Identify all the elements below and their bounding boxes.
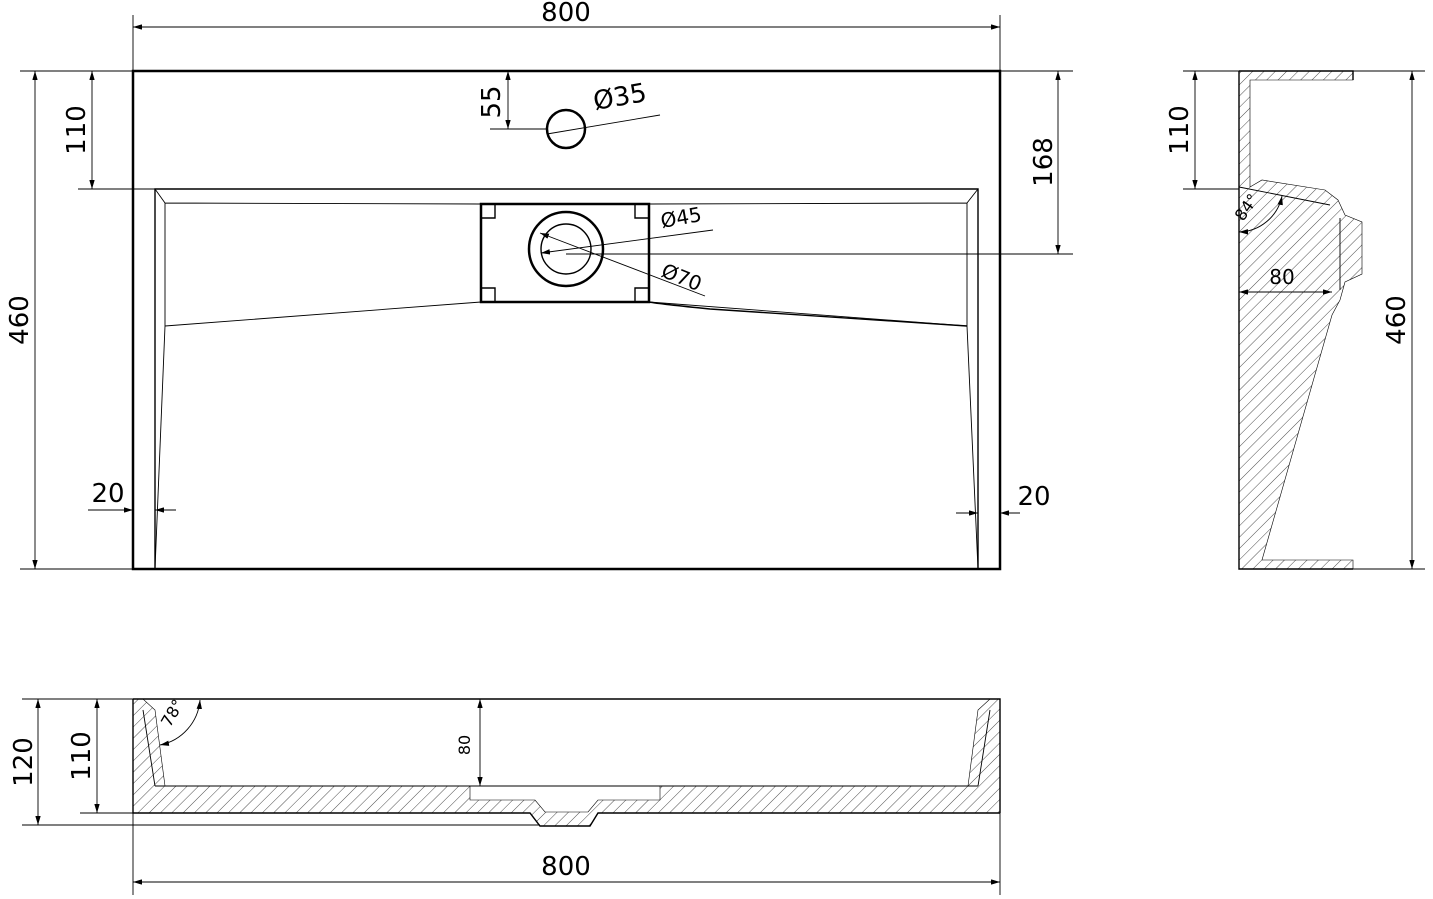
dim-drain-outer: Ø70 <box>658 258 705 296</box>
front-view: 120 110 78° 80 800 <box>9 696 1001 895</box>
dim-rim-depth: 110 <box>62 105 92 155</box>
dim-side-depth: 80 <box>1269 265 1294 289</box>
dim-height-top: 460 <box>5 295 35 345</box>
dim-tap-hole: Ø35 <box>591 78 649 117</box>
dim-side-height: 460 <box>1382 295 1412 345</box>
basin-outline <box>131 69 1002 571</box>
dim-tap-offset: 55 <box>477 85 507 118</box>
dim-drain-inner: Ø45 <box>659 202 704 233</box>
dim-side-rim-depth: 110 <box>1165 105 1195 155</box>
top-view: 800 460 110 55 Ø35 168 Ø45 Ø70 20 20 <box>5 0 1073 571</box>
dim-wall-right: 20 <box>1017 482 1050 512</box>
dim-front-angle: 78° <box>157 696 188 730</box>
drain-inner <box>540 223 592 275</box>
bowl-outline <box>154 188 979 569</box>
dim-width-top: 800 <box>541 0 591 28</box>
dim-front-width: 800 <box>541 852 591 882</box>
dim-wall-left: 20 <box>91 479 124 509</box>
side-view: 110 460 84° 80 <box>1165 70 1425 570</box>
drain-outer <box>527 210 605 288</box>
dim-front-total-height: 120 <box>9 737 39 787</box>
drain-plate <box>479 202 651 304</box>
dim-drain-offset: 168 <box>1029 137 1059 187</box>
dim-front-depth: 80 <box>455 735 474 755</box>
dim-front-body-height: 110 <box>67 731 97 781</box>
